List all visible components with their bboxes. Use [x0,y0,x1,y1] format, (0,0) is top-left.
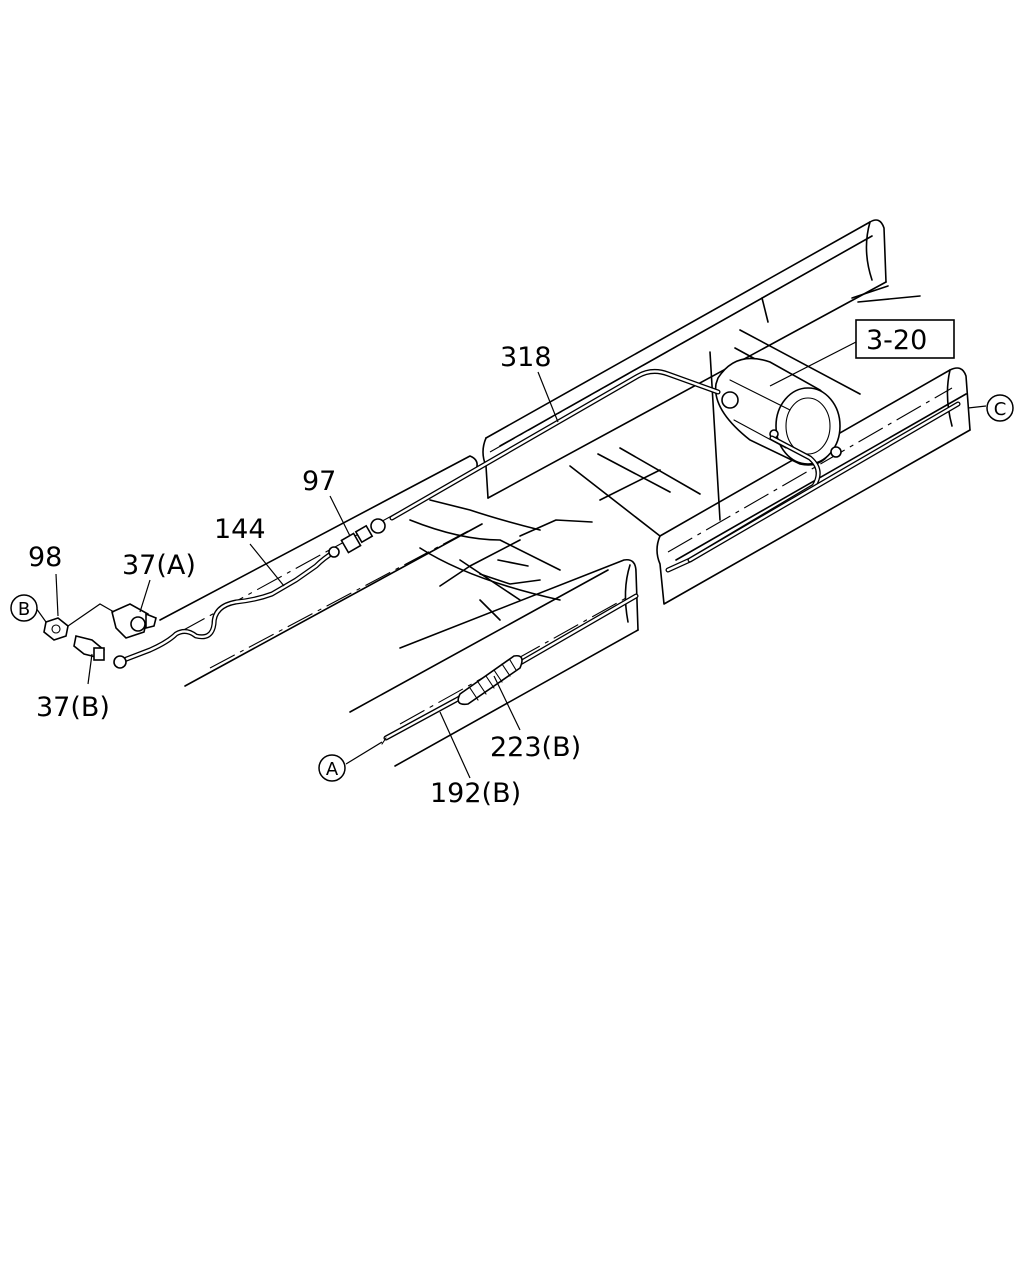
ref-label-a: A [326,759,339,780]
callout-144: 144 [214,514,266,545]
air-tank [714,357,842,466]
callout-98: 98 [28,542,62,573]
callout-97: 97 [302,466,336,497]
callout-37a: 37(A) [122,550,196,581]
ref-circle-b: B [10,594,38,622]
spring-guard-223b [457,654,523,706]
fitting-97 [328,518,386,558]
ref-circle-a: A [318,754,346,782]
hose-192b [381,593,639,745]
bracket-line-98 [67,603,115,627]
lower-frame-rail [349,367,971,767]
pipe-144 [121,549,337,663]
ref-label-c: C [994,399,1007,420]
fitting-37a [111,603,157,639]
leader-lines [35,341,987,779]
callout-box-3-20 [855,319,955,359]
callout-3-20: 3-20 [866,325,927,356]
ref-label-b: B [18,599,30,620]
nut-98 [43,617,69,641]
pipe-318 [389,368,721,521]
callout-192b: 192(B) [430,778,521,809]
callout-37b: 37(B) [36,692,110,723]
callout-223b: 223(B) [490,732,581,763]
ref-circle-c: C [986,394,1014,422]
crossmembers [409,285,921,621]
pipe-to-c [687,401,961,563]
callout-318: 318 [500,342,552,373]
fitting-37b [73,635,127,669]
